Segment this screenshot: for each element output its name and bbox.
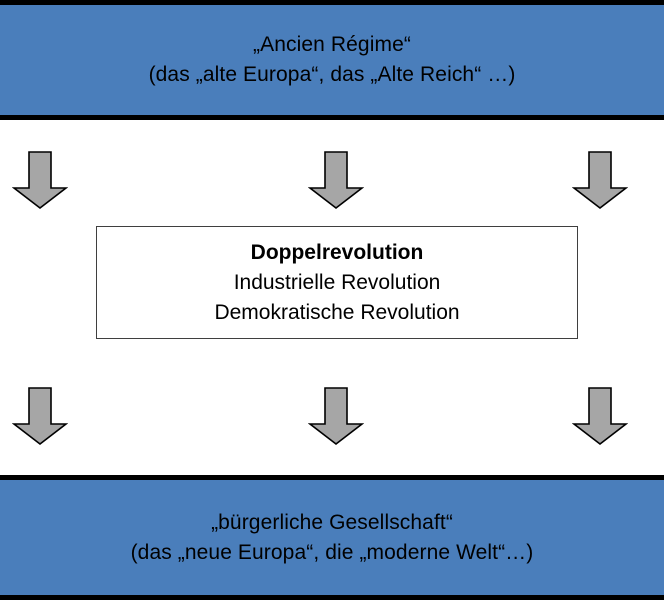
- top-banner-ancien-regime: „Ancien Régime“ (das „alte Europa“, das …: [0, 0, 664, 120]
- center-box-item-2: Demokratische Revolution: [214, 300, 460, 324]
- top-banner-line-1: „Ancien Régime“: [253, 33, 411, 56]
- bottom-banner-buergerliche-gesellschaft: „bürgerliche Gesellschaft“ (das „neue Eu…: [0, 475, 664, 600]
- center-box-heading: Doppelrevolution: [250, 240, 424, 264]
- down-arrow-icon-bottom-left: [12, 386, 68, 446]
- center-box-doppelrevolution: Doppelrevolution Industrielle Revolution…: [96, 226, 578, 339]
- bottom-banner-line-2: (das „neue Europa“, die „moderne Welt“…): [130, 540, 534, 564]
- down-arrow-icon-bottom-center: [308, 386, 364, 446]
- down-arrow-icon-bottom-right: [572, 386, 628, 446]
- top-banner-line-2: (das „alte Europa“, das „Alte Reich“ …): [148, 63, 516, 86]
- down-arrow-icon-top-center: [308, 150, 364, 210]
- center-box-item-1: Industrielle Revolution: [233, 270, 441, 294]
- down-arrow-icon-top-left: [12, 150, 68, 210]
- down-arrow-icon-top-right: [572, 150, 628, 210]
- bottom-banner-line-1: „bürgerliche Gesellschaft“: [211, 510, 453, 534]
